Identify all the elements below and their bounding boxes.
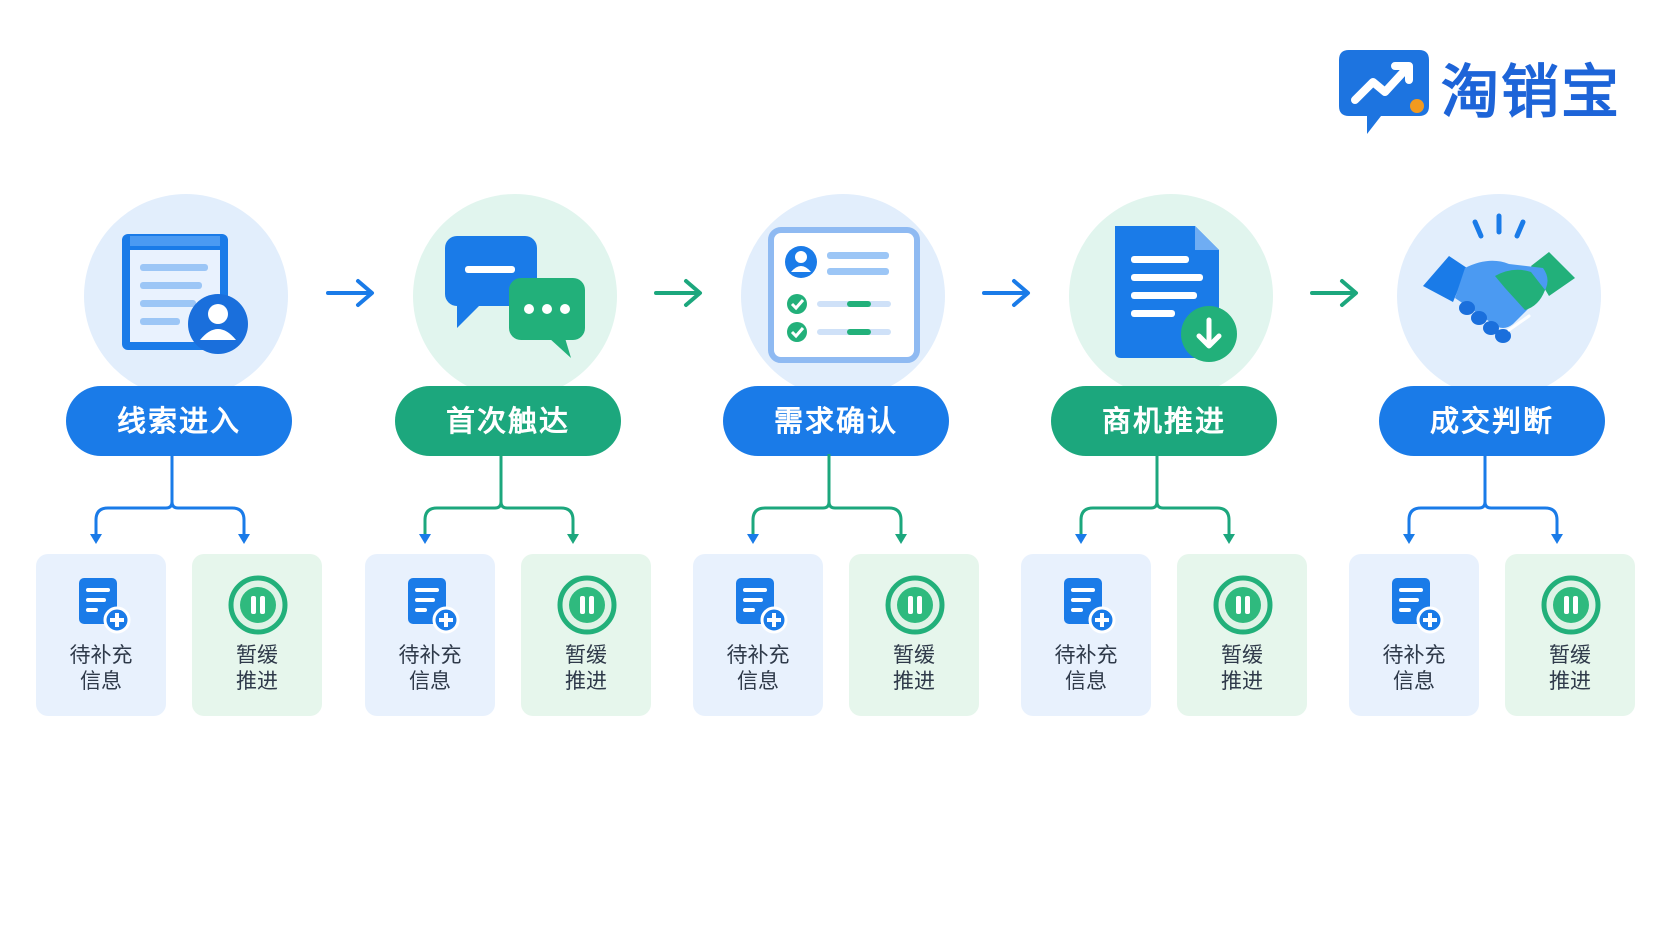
branch-connector — [1403, 454, 1563, 544]
document-add-icon — [1392, 578, 1444, 634]
pause-circle-icon — [1213, 575, 1273, 635]
stage-label-pill: 线索进入 — [66, 386, 292, 456]
pause-circle-icon — [885, 575, 945, 635]
lead-form-user-icon — [122, 234, 248, 354]
brand-logo: 淘销宝 — [1337, 48, 1619, 138]
branch-card-label: 暂缓推进 — [1549, 643, 1591, 693]
branch-card-label: 待补充信息 — [1382, 643, 1446, 693]
document-add-icon — [408, 578, 460, 634]
branch-card-pause[interactable]: 暂缓推进 — [521, 554, 651, 716]
checklist-profile-icon — [768, 227, 920, 363]
branch-card-supplement[interactable]: 待补充信息 — [1349, 554, 1479, 716]
branch-card-label: 待补充信息 — [69, 643, 133, 693]
document-add-icon — [79, 578, 131, 634]
stage-label-pill: 需求确认 — [723, 386, 949, 456]
branch-card-label: 暂缓推进 — [893, 643, 935, 693]
branch-connector — [747, 454, 907, 544]
branch-card-label: 待补充信息 — [1054, 643, 1118, 693]
branch-card-pause[interactable]: 暂缓推进 — [849, 554, 979, 716]
brand-name: 淘销宝 — [1441, 58, 1622, 126]
branch-card-pause[interactable]: 暂缓推进 — [1177, 554, 1307, 716]
branch-card-label: 暂缓推进 — [1221, 643, 1263, 693]
branch-connector — [1075, 454, 1235, 544]
handshake-icon — [1423, 213, 1575, 343]
branch-card-pause[interactable]: 暂缓推进 — [192, 554, 322, 716]
branch-card-supplement[interactable]: 待补充信息 — [365, 554, 495, 716]
document-add-icon — [736, 578, 788, 634]
pause-circle-icon — [557, 575, 617, 635]
stage-advance: 商机推进 待补充信息 暂缓推进 — [1021, 190, 1307, 720]
branch-card-supplement[interactable]: 待补充信息 — [693, 554, 823, 716]
branch-card-supplement[interactable]: 待补充信息 — [1021, 554, 1151, 716]
document-download-icon — [1115, 226, 1237, 362]
flow-arrow-icon — [1310, 279, 1358, 307]
stage-contact: 首次触达 待补充信息 暂缓推进 — [365, 190, 651, 720]
flow-arrow-icon — [654, 279, 702, 307]
chat-bubbles-icon — [445, 236, 585, 358]
trend-chat-icon — [1339, 50, 1429, 134]
pause-circle-icon — [228, 575, 288, 635]
branch-connector — [419, 454, 579, 544]
stage-confirm: 需求确认 待补充信息 暂缓推进 — [693, 190, 979, 720]
flow-arrow-icon — [982, 279, 1030, 307]
branch-connector — [90, 454, 250, 544]
stage-label-pill: 商机推进 — [1051, 386, 1277, 456]
branch-card-supplement[interactable]: 待补充信息 — [36, 554, 166, 716]
branch-card-pause[interactable]: 暂缓推进 — [1505, 554, 1635, 716]
branch-card-label: 暂缓推进 — [565, 643, 607, 693]
branch-card-label: 待补充信息 — [726, 643, 790, 693]
stage-deal: 成交判断 待补充信息 暂缓推进 — [1349, 190, 1635, 720]
branch-card-label: 待补充信息 — [398, 643, 462, 693]
stage-lead: 线索进入 待补充信息 暂缓推进 — [36, 190, 322, 720]
branch-card-label: 暂缓推进 — [236, 643, 278, 693]
flow-arrow-icon — [326, 279, 374, 307]
document-add-icon — [1064, 578, 1116, 634]
stage-label-pill: 成交判断 — [1379, 386, 1605, 456]
pause-circle-icon — [1541, 575, 1601, 635]
stage-label-pill: 首次触达 — [395, 386, 621, 456]
